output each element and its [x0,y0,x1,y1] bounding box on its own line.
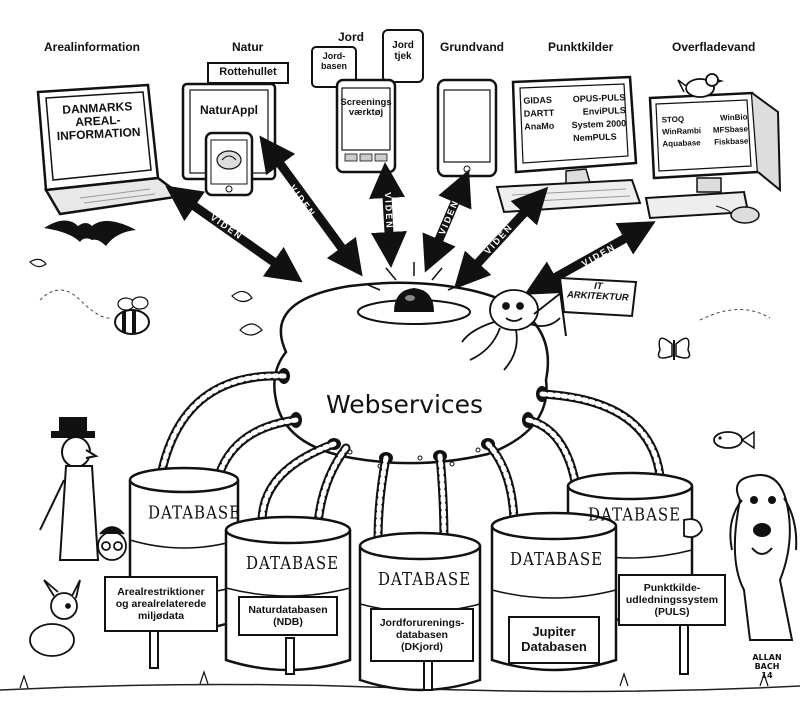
jord-devices [311,29,424,174]
bird [677,73,724,98]
app-anamo: AnaMo [524,120,555,132]
database-label-2: DATABASE [246,552,340,574]
arrow-jord [369,162,407,268]
database-label-1: DATABASE [148,502,242,524]
database-label-3: DATABASE [378,568,472,590]
natur-phone [204,131,254,197]
dog-big [729,474,798,641]
app-system-2000: System 2000 [571,118,627,131]
app-winbio: WinBio [719,112,748,123]
jordtjek-label: Jord tjek [392,40,414,62]
butterfly [657,309,771,360]
bat [44,220,136,246]
app-aquabase: Aquabase [662,138,701,149]
database-label-5: DATABASE [588,504,682,526]
man-character [39,417,100,561]
bee [39,289,150,335]
category-arealinformation: Arealinformation [44,40,141,54]
webservices-label: Webservices [326,390,484,419]
sign-natur: Naturdatabasen (NDB) [238,596,338,636]
it-arkitektur-sign: IT ARKITEKTUR [566,280,629,305]
app-nempuls: NemPULS [572,131,617,144]
sign-puls: Punktkilde- udledningssystem (PULS) [618,574,726,626]
it-flag [557,275,638,337]
app-gidas: GIDAS [523,94,553,106]
app-dartt: DARTT [523,107,555,119]
artist-signature: ALLAN BACH 14 [752,653,782,680]
viden-arrows [165,135,656,295]
grass [19,670,769,689]
overfladevand-apps: STOQ WinBio WinRambi MFSbase Aquabase Fi… [661,113,748,149]
category-grundvand: Grundvand [440,40,505,54]
arrow-overfladevand [524,221,656,295]
arrow-natur [259,135,363,277]
naturappl-label: NaturAppl [200,103,258,117]
app-envipuls: EnviPULS [582,105,626,117]
laptop-screen-text: DANMARKS AREAL- INFORMATION [56,99,141,144]
app-opus-puls: OPUS-PULS [572,92,626,105]
category-natur: Natur [232,40,264,54]
rottehullet-label: Rottehullet [219,66,277,78]
boy-character [97,526,127,561]
laptop-device [36,83,186,216]
database-label-4: DATABASE [510,548,604,570]
category-jord: Jord [338,30,365,44]
sign-areal: Arealrestriktioner og arealrelaterede mi… [104,576,218,632]
overfladevand-computer [644,91,782,224]
hand [683,518,703,539]
app-fiskbase: Fiskbase [714,136,749,147]
app-mfsbase: MFSbase [712,124,749,135]
sign-jupiter: Jupiter Databasen [508,616,600,664]
viden-label-jord: VIDEN [382,192,395,230]
octopus [461,289,563,371]
leaves [29,258,263,336]
arrow-punktkilder [453,186,549,290]
screening-label: Screenings værktøj [340,97,392,119]
punktkilder-apps: GIDAS OPUS-PULS DARTT EnviPULS AnaMo Sys… [523,92,627,145]
category-punktkilder: Punktkilder [548,40,614,54]
app-stoq: STOQ [661,114,685,125]
jordbasen-label: Jord- basen [320,51,347,71]
grundvand-tablet [436,78,498,178]
sign-jord: Jordforurenings- databasen (DKjord) [370,608,474,662]
category-overfladevand: Overfladevand [672,40,756,54]
fish [713,430,755,450]
dog-small [29,579,81,657]
app-winrambi: WinRambi [661,126,702,137]
